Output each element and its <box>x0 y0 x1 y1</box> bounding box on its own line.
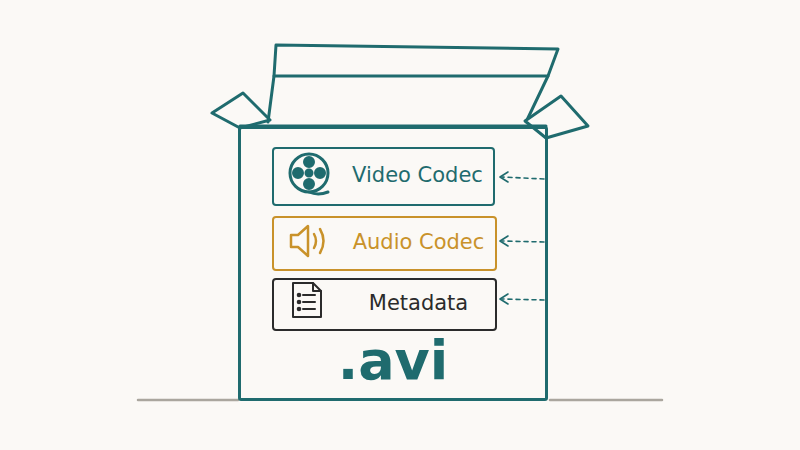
codec-box: Video Codec <box>272 147 495 206</box>
left-flap <box>212 93 270 128</box>
speaker-icon <box>291 226 324 256</box>
ground-line <box>550 399 662 402</box>
metadata-box: Metadata <box>272 278 497 331</box>
container-box: .avi Video CodecAudio CodecMetadata <box>238 126 548 401</box>
item-label: Audio Codec <box>353 231 485 254</box>
format-label: .avi <box>338 331 449 390</box>
right-flap <box>525 96 588 138</box>
back-flap <box>274 45 558 76</box>
document-icon <box>293 283 321 317</box>
item-label: Metadata <box>369 292 468 315</box>
item-label: Video Codec <box>352 164 483 187</box>
ground-line <box>138 399 238 402</box>
codec-box: Audio Codec <box>272 216 497 271</box>
box-edge <box>268 76 274 122</box>
insert-arrow <box>500 172 544 304</box>
film-reel-icon <box>290 154 328 194</box>
